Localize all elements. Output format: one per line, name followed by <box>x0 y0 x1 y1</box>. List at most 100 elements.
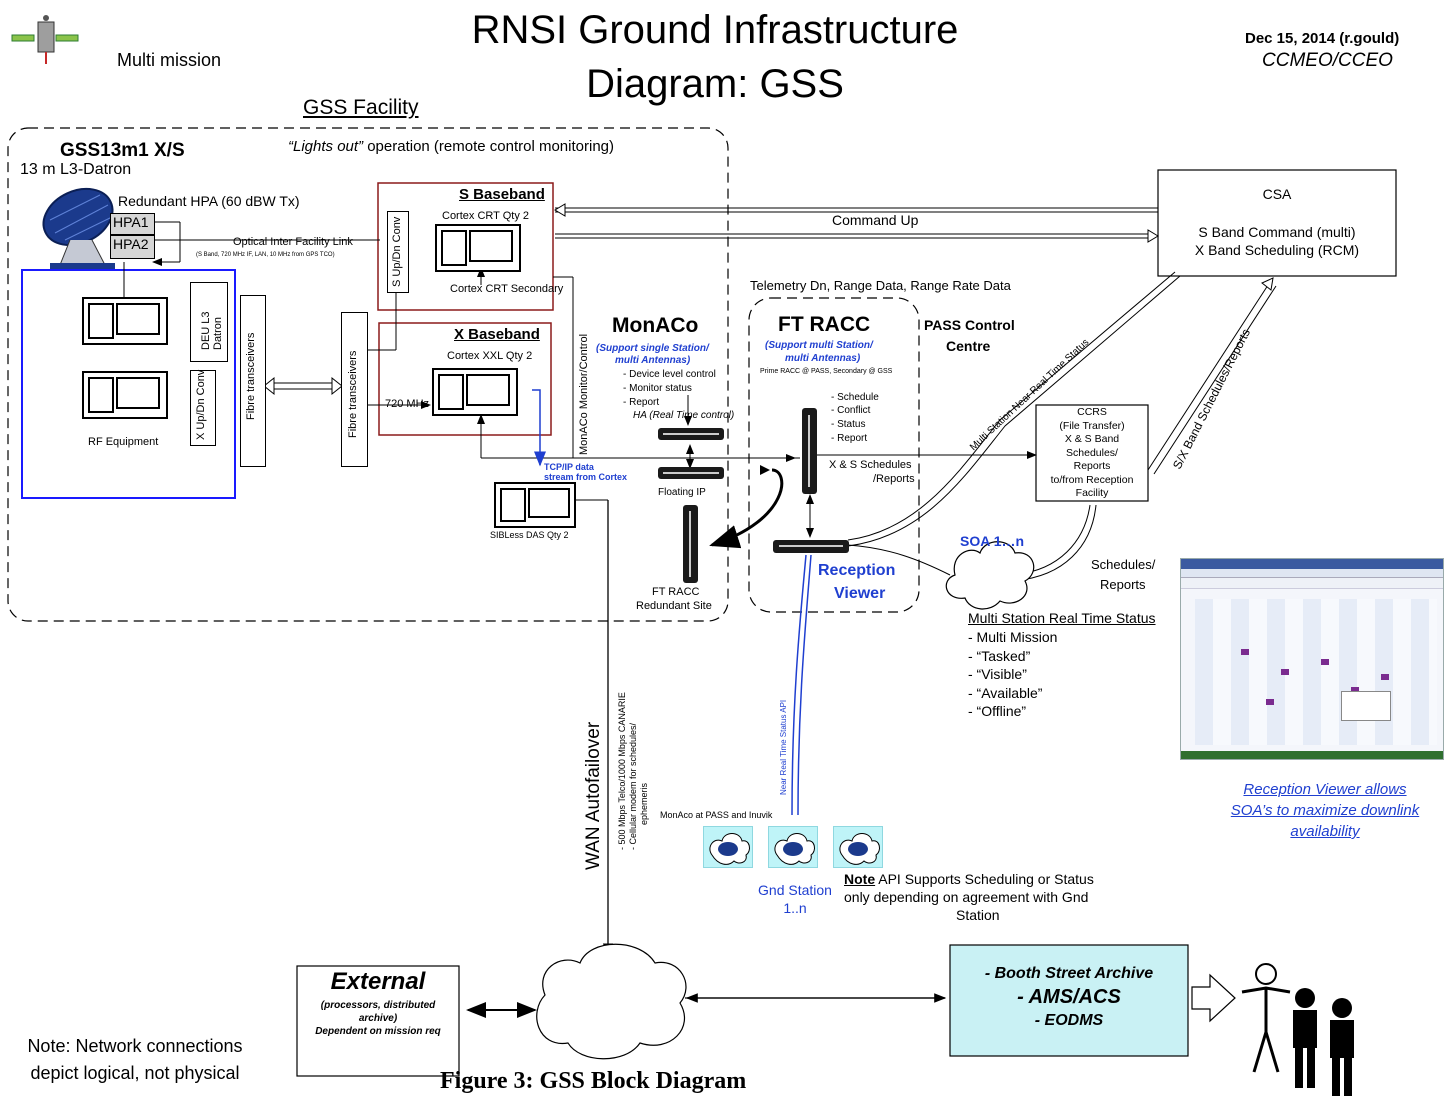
ftracc-switch <box>802 408 817 494</box>
gnd-station-label-1: Gnd Station <box>758 882 832 898</box>
sibless-label: SIBLess DAS Qty 2 <box>490 530 569 540</box>
cortex-xxl-unit <box>432 368 518 416</box>
tcpip-label-1: TCP/IP data <box>544 462 594 472</box>
soa-label: SOA 1…n <box>960 533 1025 549</box>
monaco-sub1: (Support single Station/ <box>596 343 709 354</box>
lights-out-label: “Lights out” operation (remote control m… <box>288 138 614 155</box>
cortex-crt-unit <box>435 224 521 272</box>
pass-label-1: PASS Control <box>924 317 1015 333</box>
ftracc-item-1: - Schedule <box>831 392 879 403</box>
fibre-label-2: Fibre transceivers <box>347 350 359 438</box>
optical-link-sub: (S Band, 720 MHz IF, LAN, 10 MHz from GP… <box>196 252 335 258</box>
csa-title: CSA <box>1262 186 1292 202</box>
reception-viewer-1: Reception <box>818 562 896 579</box>
footer-note-1: Note: Network connections <box>27 1036 243 1056</box>
rf-unit-1 <box>82 297 168 345</box>
monaco-ha: HA (Real Time control) <box>633 410 735 421</box>
gnd-station-icon-1 <box>703 826 753 868</box>
external-line1: (processors, distributed <box>320 1000 436 1011</box>
gnd-note-text: API Supports Scheduling or Status <box>875 871 1094 887</box>
gnd-note-bold: Note <box>844 871 876 887</box>
mrts-item: - “Available” <box>968 684 1043 701</box>
schedules-reports-2: Reports <box>1100 577 1146 592</box>
xs-schedules-2: /Reports <box>873 473 915 485</box>
reception-note-line: SOA’s to maximize downlink <box>1230 802 1420 819</box>
ft-racc-redundant-label-1: FT RACC <box>652 586 700 598</box>
ft-racc-redundant-switch <box>683 505 698 583</box>
s-updn-label: S Up/Dn Conv <box>391 216 403 287</box>
reception-switch <box>773 540 849 553</box>
external-box <box>296 965 460 1077</box>
reception-note: Reception Viewer allows SOA’s to maximiz… <box>1190 779 1446 842</box>
telemetry-label: Telemetry Dn, Range Data, Range Rate Dat… <box>750 278 1011 293</box>
reception-viewer-screenshot <box>1180 558 1444 760</box>
monaco-item-1: - Device level control <box>623 369 716 380</box>
csa-line2: X Band Scheduling (RCM) <box>1194 242 1360 258</box>
ftracc-item-2: - Conflict <box>831 405 871 416</box>
floating-ip-switch <box>658 467 724 479</box>
command-up-label: Command Up <box>832 212 919 228</box>
mrts-item: - “Visible” <box>968 666 1027 682</box>
x-baseband-title: X Baseband <box>454 326 540 343</box>
fibre-label-1: Fibre transceivers <box>245 332 257 420</box>
dish-antenna-icon <box>30 185 125 270</box>
optical-link-label: Optical Inter Facility Link <box>233 236 353 248</box>
monaco-title: MonACo <box>612 314 699 337</box>
lights-out-italic: “Lights out” <box>288 138 364 155</box>
ccrs-line: CCRS <box>1077 406 1107 418</box>
wan-cloud <box>536 943 687 1060</box>
gnd-note-line3: Station <box>956 907 1000 923</box>
reception-note-line: availability <box>1290 823 1360 840</box>
figure-caption: Figure 3: GSS Block Diagram <box>440 1068 747 1094</box>
archive-box <box>949 944 1189 1057</box>
ccrs-text: CCRS (File Transfer) X & S Band Schedule… <box>1036 406 1148 501</box>
satellite-icon <box>10 10 80 70</box>
s-updn-box <box>387 211 409 293</box>
ftracc-item-3: - Status <box>831 419 866 430</box>
hpa-label: Redundant HPA (60 dBW Tx) <box>118 193 300 209</box>
s-baseband-box <box>377 182 554 311</box>
multi-mission-label: Multi mission <box>117 50 222 70</box>
ccrs-line: Reports <box>1073 460 1111 472</box>
gss-facility-title: GSS Facility <box>303 96 419 119</box>
cortex-crt-secondary-label: Cortex CRT Secondary <box>450 283 564 295</box>
ftracc-title: FT RACC <box>778 313 871 336</box>
telco-label: - 500 Mbps Telco/1000 Mbps CANARIE <box>617 692 627 850</box>
hpa1-box <box>110 213 155 235</box>
archive-line1: - Booth Street Archive <box>984 965 1154 982</box>
x-baseband-box <box>378 322 552 436</box>
cortex-crt-label: Cortex CRT Qty 2 <box>442 210 530 222</box>
mrts-title: Multi Station Real Time Status <box>968 610 1156 626</box>
monaco-item-3: - Report <box>623 397 660 408</box>
xs-schedules-1: X & S Schedules <box>829 459 912 471</box>
reception-note-line: Reception Viewer allows <box>1243 781 1407 798</box>
mrts-item: - Multi Mission <box>968 629 1058 645</box>
ftracc-sub2: multi Antennas) <box>785 353 861 364</box>
archive-line2: - AMS/ACS <box>1017 986 1121 1008</box>
gss-facility-outline <box>7 127 729 622</box>
rf-equipment-box <box>21 269 236 499</box>
x-updn-box <box>190 370 216 446</box>
cellular-label: - Cellular modem for schedules/ <box>628 722 638 850</box>
ccrs-line: to/from Reception <box>1050 473 1134 486</box>
station-name: GSS13m1 X/S <box>60 140 185 161</box>
ccrs-line: (File Transfer) <box>1059 419 1125 432</box>
ftracc-prime: Prime RACC @ PASS, Secondary @ GSS <box>760 368 893 375</box>
mrts-item: - “Tasked” <box>968 647 1031 664</box>
lights-out-rest: operation (remote control monitoring) <box>363 138 614 155</box>
archive-line3: - EODMS <box>1034 1012 1104 1029</box>
ccrs-line: X & S Band <box>1064 433 1120 445</box>
gnd-note-line1: Note API Supports Scheduling or Status <box>844 871 1094 887</box>
monaco-side-label: MonACo Monitor/Control <box>578 333 590 455</box>
wan-label: WAN Autofailover <box>583 721 604 870</box>
monaco-sub2: multi Antennas) <box>615 355 691 366</box>
page-title-line2: Diagram: GSS <box>586 62 844 106</box>
mrts-item: - “Offline” <box>968 703 1027 719</box>
ftracc-item-4: - Report <box>831 433 868 444</box>
cortex-xxl-label: Cortex XXL Qty 2 <box>447 350 533 362</box>
soa-cloud <box>945 541 1035 610</box>
rf-unit-2 <box>82 371 168 419</box>
hpa1-label: HPA1 <box>113 214 149 230</box>
tcpip-label-2: stream from Cortex <box>544 472 628 482</box>
